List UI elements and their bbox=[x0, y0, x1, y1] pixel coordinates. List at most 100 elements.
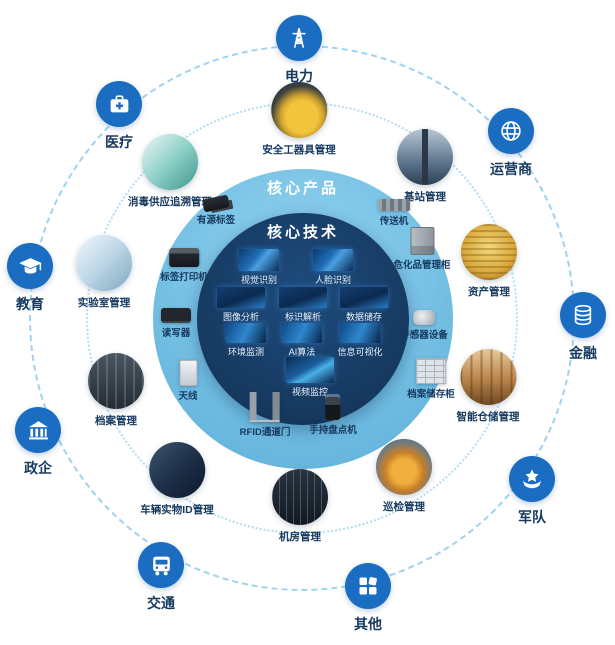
core-products-title: 核心产品 bbox=[266, 180, 340, 197]
industry-circle bbox=[509, 456, 555, 502]
scenario-label: 巡检管理 bbox=[383, 501, 425, 513]
scenario-label: 档案管理 bbox=[95, 415, 137, 427]
industry-circle bbox=[488, 108, 534, 154]
product-node-reader: 读写器 bbox=[161, 308, 191, 339]
industry-node-military: 军队 bbox=[509, 456, 555, 527]
tech-node-environment-monitoring: 环境监测 bbox=[226, 323, 266, 358]
industry-circle bbox=[7, 243, 53, 289]
tech-label: 环境监测 bbox=[227, 347, 264, 357]
tech-node-ai-algorithm: AI算法 bbox=[282, 323, 322, 358]
scenario-label: 基站管理 bbox=[404, 191, 446, 203]
globe-network-icon bbox=[501, 121, 521, 141]
product-label: 有源标签 bbox=[196, 215, 236, 226]
product-label: 档案储存柜 bbox=[407, 389, 455, 400]
product-label: 标签打印机 bbox=[160, 272, 208, 283]
medical-kit-icon bbox=[110, 94, 128, 112]
sensor-device-image bbox=[412, 310, 435, 325]
visual-recognition-thumbnail bbox=[239, 249, 279, 271]
scenario-node-server-room: 机房管理 bbox=[272, 469, 328, 544]
face-recognition-thumbnail bbox=[313, 249, 353, 271]
tech-node-id-resolution: 标识解析 bbox=[279, 287, 327, 323]
scenario-node-disinfection-trace: 消毒供应追溯管理 bbox=[128, 134, 212, 209]
scenario-label: 车辆实物ID管理 bbox=[140, 504, 214, 516]
tech-label: 人脸识别 bbox=[314, 275, 351, 285]
industry-label: 金融 bbox=[569, 345, 597, 361]
product-node-handheld-terminal: 手持盘点机 bbox=[309, 394, 357, 436]
video-surveillance-thumbnail bbox=[286, 357, 334, 383]
industry-node-transport: 交通 bbox=[138, 542, 184, 613]
industry-circle bbox=[345, 563, 391, 609]
government-building-icon bbox=[28, 420, 48, 439]
industry-label: 军队 bbox=[518, 509, 546, 525]
tech-node-image-analysis: 图像分析 bbox=[217, 287, 265, 323]
industry-node-other: 其他 bbox=[345, 563, 391, 634]
industry-node-operator: 运营商 bbox=[488, 108, 534, 179]
antenna-image bbox=[178, 360, 197, 386]
industry-label: 电力 bbox=[285, 68, 313, 84]
scenario-node-asset-management: 资产管理 bbox=[461, 224, 517, 299]
scenario-label: 资产管理 bbox=[468, 286, 510, 298]
core-tech-disc bbox=[197, 213, 409, 425]
military-badge-icon bbox=[522, 469, 542, 489]
product-node-sensor-device: 传感器设备 bbox=[400, 310, 448, 341]
product-node-archive-cabinet: 档案储存柜 bbox=[407, 358, 455, 400]
rfid-reader-image bbox=[161, 308, 191, 323]
tech-label: 视频监控 bbox=[291, 387, 328, 397]
product-label: 传送机 bbox=[379, 216, 409, 227]
product-node-rfid-gate: RFID通道门 bbox=[239, 392, 291, 438]
industry-circle bbox=[15, 407, 61, 453]
core-tech-title: 核心技术 bbox=[266, 224, 340, 241]
product-node-hazmat-cabinet: 危化品管理柜 bbox=[393, 227, 451, 271]
power-tower-icon bbox=[292, 28, 306, 48]
tech-label: 视觉识别 bbox=[240, 275, 277, 285]
scenario-photo bbox=[76, 235, 132, 291]
scenario-label: 实验室管理 bbox=[77, 297, 131, 309]
scenario-photo bbox=[149, 442, 205, 498]
product-label: 读写器 bbox=[161, 328, 191, 339]
industry-label: 医疗 bbox=[105, 134, 133, 150]
graduation-cap-icon bbox=[18, 257, 42, 274]
tech-node-visual-recognition: 视觉识别 bbox=[239, 249, 279, 286]
conveyor-image bbox=[378, 199, 410, 211]
tech-node-face-recognition: 人脸识别 bbox=[313, 249, 353, 286]
industry-label: 其他 bbox=[354, 616, 382, 632]
product-label: 危化品管理柜 bbox=[393, 260, 451, 271]
product-node-antenna: 天线 bbox=[178, 360, 198, 402]
tech-label: 图像分析 bbox=[222, 312, 259, 322]
scenario-photo bbox=[272, 469, 328, 525]
scenario-label: 智能仓储管理 bbox=[456, 411, 520, 423]
industry-label: 政企 bbox=[24, 460, 52, 476]
scenario-node-archive-management: 档案管理 bbox=[88, 353, 144, 428]
industry-circle bbox=[560, 292, 606, 338]
product-node-conveyor: 传送机 bbox=[378, 199, 410, 227]
grid-squares-icon bbox=[359, 577, 377, 595]
id-resolution-thumbnail bbox=[279, 287, 327, 308]
product-label: RFID通道门 bbox=[239, 427, 291, 438]
industry-node-finance: 金融 bbox=[560, 292, 606, 363]
tech-label: AI算法 bbox=[288, 347, 316, 357]
industry-node-power: 电力 bbox=[276, 15, 322, 86]
industry-label: 运营商 bbox=[490, 161, 532, 177]
industry-label: 教育 bbox=[16, 296, 44, 312]
coins-stack-icon bbox=[574, 304, 592, 326]
industry-node-government: 政企 bbox=[15, 407, 61, 478]
scenario-node-laboratory: 实验室管理 bbox=[76, 235, 132, 310]
product-node-label-printer: 标签打印机 bbox=[160, 248, 208, 283]
info-visualization-thumbnail bbox=[339, 323, 380, 343]
scenario-node-patrol-inspection: 巡检管理 bbox=[376, 439, 432, 514]
bus-icon bbox=[152, 556, 170, 575]
tech-node-video-surveillance: 视频监控 bbox=[286, 357, 334, 398]
image-analysis-thumbnail bbox=[217, 287, 265, 308]
industry-circle bbox=[138, 542, 184, 588]
scenario-photo bbox=[271, 82, 327, 138]
scenario-photo bbox=[461, 224, 517, 280]
industry-label: 交通 bbox=[147, 595, 175, 611]
scenario-photo bbox=[460, 349, 516, 405]
active-tag-image bbox=[201, 194, 231, 213]
handheld-terminal-image bbox=[325, 394, 341, 420]
scenario-photo bbox=[397, 129, 453, 185]
scenario-node-safety-tools: 安全工器具管理 bbox=[262, 82, 336, 157]
scenario-photo bbox=[376, 439, 432, 495]
data-storage-thumbnail bbox=[340, 287, 388, 308]
